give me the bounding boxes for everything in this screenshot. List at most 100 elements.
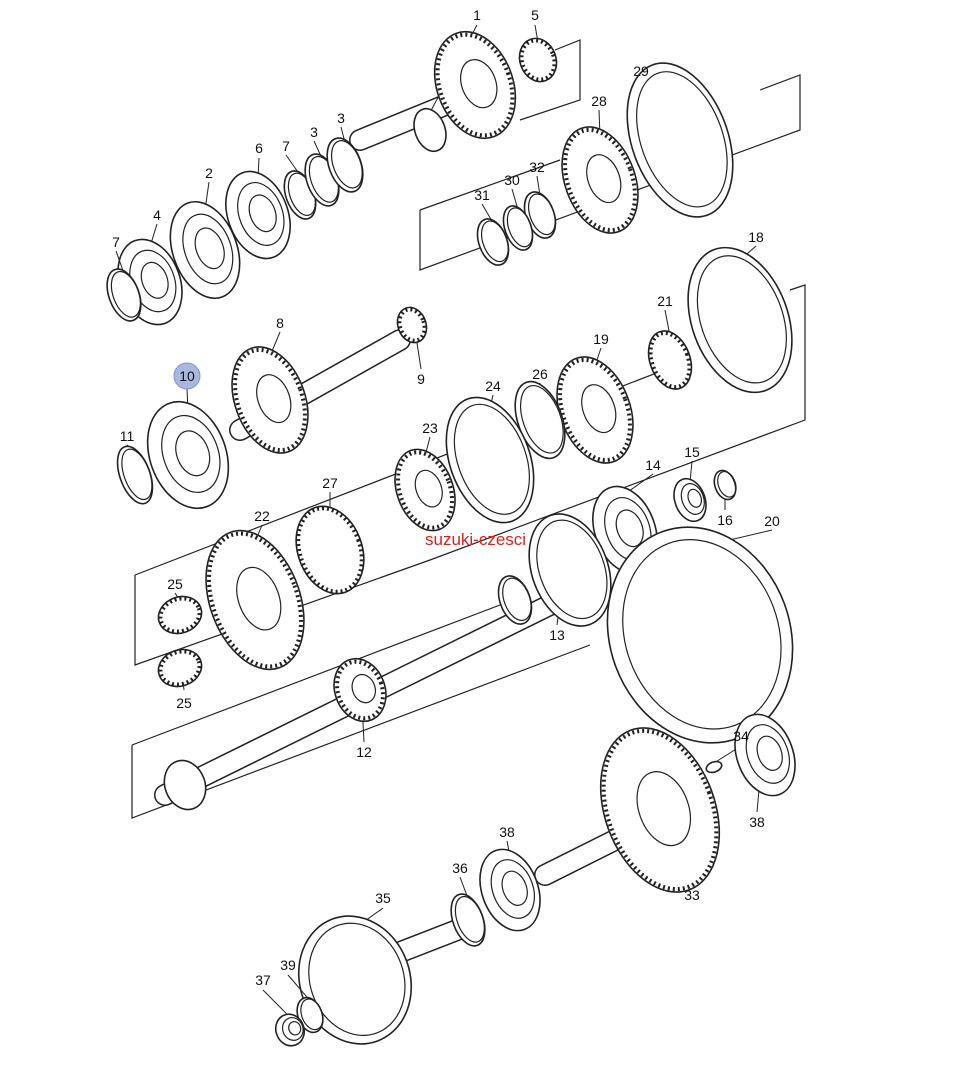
bearing-10-bore — [175, 430, 211, 477]
callout-20[interactable]: 20 — [764, 513, 780, 529]
callout-14[interactable]: 14 — [645, 457, 661, 473]
bearing-6-bore — [248, 194, 277, 233]
ring-31-inner — [480, 220, 509, 263]
callout-15[interactable]: 15 — [684, 444, 700, 460]
ring-32-inner — [527, 193, 556, 236]
bearing-15[interactable] — [668, 474, 711, 526]
bearing-10-race — [161, 415, 221, 493]
gear-8[interactable] — [218, 336, 321, 463]
callout-21[interactable]: 21 — [657, 293, 673, 309]
pin-34[interactable] — [705, 760, 723, 775]
bearing-9-needles — [397, 307, 427, 343]
bearing-5-needles — [519, 38, 557, 82]
bearing-2[interactable] — [158, 192, 252, 308]
callout-38[interactable]: 38 — [749, 814, 765, 830]
callout-13[interactable]: 13 — [549, 627, 565, 643]
highlight-marker — [173, 362, 201, 390]
callout-33[interactable]: 33 — [684, 887, 700, 903]
gear-1[interactable] — [420, 20, 529, 149]
callout-16[interactable]: 16 — [717, 512, 733, 528]
bearing-25b-needles — [158, 649, 202, 687]
gear-18[interactable] — [669, 233, 811, 407]
gear-19-teeth — [558, 357, 632, 463]
callout-6[interactable]: 6 — [255, 140, 263, 156]
gear-33[interactable] — [579, 711, 741, 908]
ring-11-inner — [121, 448, 153, 501]
ring-3b-inner — [330, 140, 363, 189]
bearing-10[interactable] — [133, 390, 242, 519]
nut-37-leader — [262, 989, 291, 1018]
callout-25[interactable]: 25 — [167, 576, 183, 592]
sleeve-24[interactable] — [430, 385, 550, 535]
ring-30-inner — [506, 207, 533, 248]
bearing-25a-needles — [158, 596, 202, 634]
bearing-6-race — [237, 182, 285, 246]
gear-28-bore — [586, 154, 622, 204]
callout-30[interactable]: 30 — [504, 172, 520, 188]
bearing-2-race — [182, 213, 234, 285]
callout-7[interactable]: 7 — [282, 138, 290, 154]
bearing-21-needles — [648, 330, 692, 390]
callout-2[interactable]: 2 — [205, 165, 213, 181]
callout-1[interactable]: 1 — [473, 7, 481, 23]
gear-28-teeth — [563, 127, 637, 233]
frame-top-right — [419, 74, 801, 271]
chain-20-inner — [622, 539, 782, 730]
gear-28[interactable] — [548, 116, 651, 243]
hub-23-bore — [414, 469, 443, 508]
bearing-15-bore — [687, 488, 703, 508]
callout-37[interactable]: 37 — [255, 972, 271, 988]
bearing-2-bore — [194, 227, 225, 270]
bearing-14-bore — [615, 509, 644, 548]
callout-35[interactable]: 35 — [375, 890, 391, 906]
gear-29-inner — [636, 71, 728, 208]
hub-23[interactable] — [384, 441, 465, 539]
callout-32[interactable]: 32 — [529, 159, 545, 175]
gear-22[interactable] — [188, 517, 322, 683]
callout-26[interactable]: 26 — [532, 366, 548, 382]
shaft-1[interactable] — [408, 104, 451, 156]
washer-39-inner — [300, 998, 324, 1031]
bearing-38b-race — [490, 859, 536, 919]
callout-9[interactable]: 9 — [417, 371, 425, 387]
shaft-12[interactable] — [326, 651, 395, 728]
gear-1-bore — [459, 59, 498, 109]
callout-10[interactable]: 10 — [179, 368, 195, 384]
callout-38[interactable]: 38 — [499, 824, 515, 840]
callout-22[interactable]: 22 — [254, 508, 270, 524]
callout-29[interactable]: 29 — [633, 63, 649, 79]
callout-27[interactable]: 27 — [322, 475, 338, 491]
callout-5[interactable]: 5 — [531, 7, 539, 23]
callout-4[interactable]: 4 — [153, 207, 161, 223]
callout-8[interactable]: 8 — [276, 315, 284, 331]
callout-34[interactable]: 34 — [733, 728, 749, 744]
callout-18[interactable]: 18 — [748, 229, 764, 245]
clip-16[interactable] — [710, 467, 739, 502]
callout-3[interactable]: 3 — [310, 124, 318, 140]
gear-8-teeth — [233, 347, 307, 453]
mainshaft-tip[interactable] — [158, 755, 213, 816]
callout-31[interactable]: 31 — [474, 187, 490, 203]
callout-11[interactable]: 11 — [120, 428, 135, 444]
bearing-38b-bore — [501, 870, 528, 906]
gear-29[interactable] — [608, 48, 753, 231]
frame-low-top-edge — [131, 604, 501, 746]
callout-28[interactable]: 28 — [591, 93, 607, 109]
ring-26-inner — [519, 385, 564, 454]
callout-7[interactable]: 7 — [112, 234, 120, 250]
callout-39[interactable]: 39 — [280, 957, 296, 973]
gear-8-bore — [256, 374, 292, 424]
shaft-12-teeth — [335, 659, 385, 721]
frame-lower — [131, 644, 591, 819]
callout-3[interactable]: 3 — [337, 110, 345, 126]
callout-24[interactable]: 24 — [485, 378, 501, 394]
callout-12[interactable]: 12 — [356, 744, 372, 760]
callout-25[interactable]: 25 — [176, 695, 192, 711]
callout-36[interactable]: 36 — [452, 860, 468, 876]
nut-37-race — [281, 1017, 304, 1041]
snapring-13[interactable] — [514, 503, 625, 638]
bearing-27-needles — [296, 506, 364, 594]
callout-23[interactable]: 23 — [422, 420, 438, 436]
callout-19[interactable]: 19 — [593, 331, 609, 347]
